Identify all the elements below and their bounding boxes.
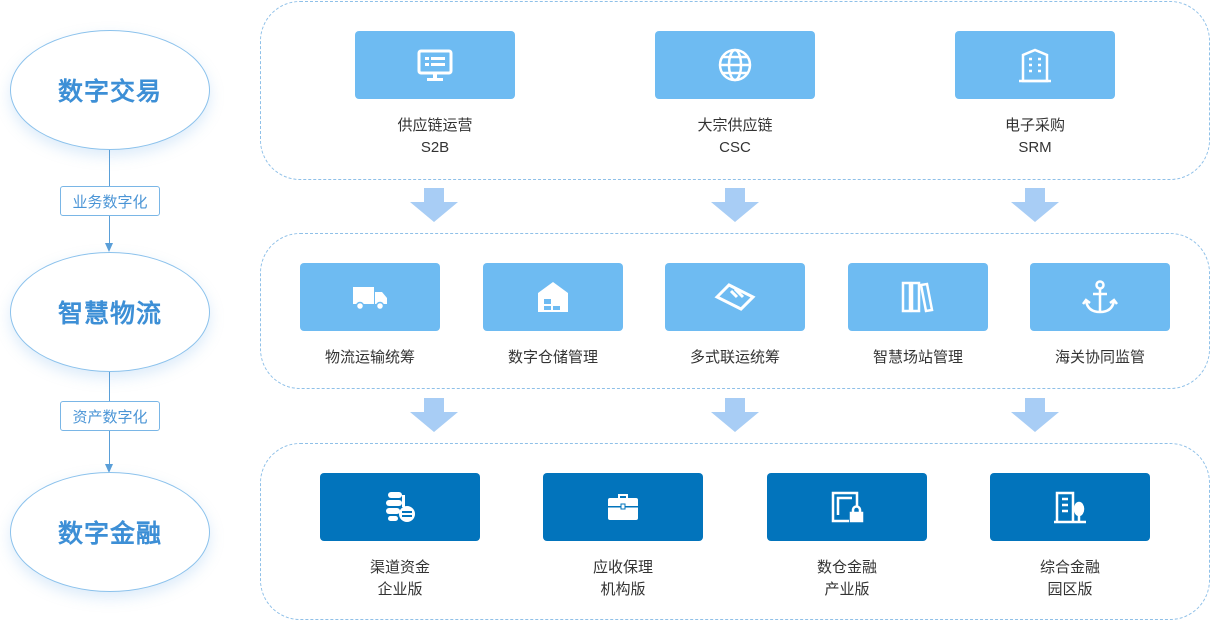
connector-line — [109, 216, 110, 244]
logistics-group — [260, 233, 1210, 389]
card-csc[interactable] — [655, 31, 815, 99]
card-label: 应收保理机构版 — [592, 559, 653, 598]
card-warehouse-finance[interactable] — [767, 473, 927, 541]
connector-line — [109, 150, 110, 186]
card-label: 海关协同监管 — [1054, 349, 1145, 366]
anchor-icon — [1082, 280, 1118, 314]
flow-arrow-icon — [410, 398, 458, 432]
stage-digital-trade: 数字交易 — [10, 30, 210, 150]
park-icon — [1054, 491, 1086, 524]
card-label: 综合金融园区版 — [1039, 559, 1100, 598]
secure-storage-icon — [831, 491, 864, 523]
truck-icon — [353, 287, 387, 311]
briefcase-icon — [608, 494, 638, 520]
card-station[interactable] — [848, 263, 988, 331]
card-srm[interactable] — [955, 31, 1115, 99]
connector-line — [109, 431, 110, 465]
globe-icon — [718, 48, 752, 82]
transition-tag-business: 业务数字化 — [60, 186, 160, 216]
card-customs[interactable] — [1030, 263, 1170, 331]
trade-group — [260, 1, 1210, 180]
transition-tag-asset: 资产数字化 — [60, 401, 160, 431]
books-icon — [901, 281, 934, 313]
card-park-finance[interactable] — [990, 473, 1150, 541]
stage-digital-finance: 数字金融 — [10, 472, 210, 592]
card-label: 物流运输统筹 — [324, 349, 415, 366]
handshake-icon — [714, 283, 756, 311]
card-s2b[interactable] — [355, 31, 515, 99]
flow-arrow-icon — [711, 398, 759, 432]
card-channel-fund[interactable] — [320, 473, 480, 541]
coins-icon — [386, 492, 415, 522]
connector-line — [109, 372, 110, 402]
card-label: 数字仓储管理 — [507, 349, 598, 366]
monitor-icon — [417, 49, 453, 81]
stage-smart-logistics: 智慧物流 — [10, 252, 210, 372]
arrow-down-icon — [105, 243, 113, 252]
card-label: 渠道资金企业版 — [369, 559, 430, 598]
card-transport[interactable] — [300, 263, 440, 331]
card-label: 多式联运统筹 — [689, 349, 780, 366]
card-label: 智慧场站管理 — [872, 349, 963, 366]
flow-arrow-icon — [1011, 188, 1059, 222]
finance-group — [260, 443, 1210, 620]
card-warehouse[interactable] — [483, 263, 623, 331]
flow-arrow-icon — [410, 188, 458, 222]
flow-arrow-icon — [1011, 398, 1059, 432]
card-label: 数仓金融产业版 — [816, 559, 877, 598]
building-icon — [1019, 48, 1051, 83]
card-factoring[interactable] — [543, 473, 703, 541]
warehouse-icon — [538, 282, 568, 312]
flow-arrow-icon — [711, 188, 759, 222]
card-multimodal[interactable] — [665, 263, 805, 331]
arrow-down-icon — [105, 464, 113, 473]
